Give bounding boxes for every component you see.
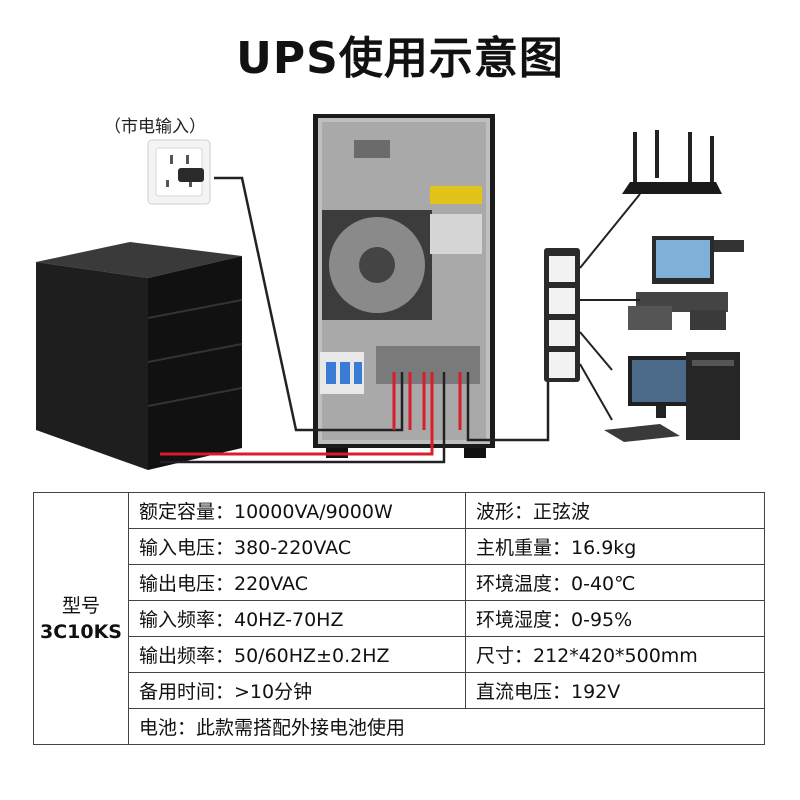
page-title: UPS使用示意图 <box>236 33 564 84</box>
spec-cell: 输出频率：50/60HZ±0.2HZ <box>128 636 466 673</box>
model-code: 3C10KS <box>39 620 122 643</box>
spec-row: 备用时间：>10分钟 直流电压：192V <box>34 672 765 709</box>
spec-cell: 额定容量：10000VA/9000W <box>128 492 466 529</box>
spec-cell: 备用时间：>10分钟 <box>128 672 466 709</box>
spec-row: 输入电压：380-220VAC 主机重量：16.9kg <box>34 528 765 565</box>
spec-cell: 输出电压：220VAC <box>128 564 466 601</box>
mains-input-label: （市电输入） <box>104 117 206 137</box>
spec-row: 输出电压：220VAC 环境温度：0-40℃ <box>34 564 765 601</box>
spec-cell: 环境湿度：0-95% <box>465 600 765 637</box>
spec-row: 型号 3C10KS 额定容量：10000VA/9000W 波形：正弦波 <box>33 492 765 745</box>
spec-row: 电池：此款需搭配外接电池使用 <box>34 708 765 745</box>
spec-cell: 输入频率：40HZ-70HZ <box>128 600 466 637</box>
spec-row: 输出频率：50/60HZ±0.2HZ 尺寸：212*420*500mm <box>34 636 765 673</box>
spec-row: 输入频率：40HZ-70HZ 环境湿度：0-95% <box>34 600 765 637</box>
spec-cell: 波形：正弦波 <box>465 492 765 529</box>
power-strip-icon <box>544 248 580 382</box>
model-cell: 型号 3C10KS <box>33 492 129 745</box>
spec-cell: 输入电压：380-220VAC <box>128 528 466 565</box>
cables <box>160 176 641 464</box>
spec-cell: 尺寸：212*420*500mm <box>465 636 765 673</box>
wall-socket-icon <box>147 139 211 205</box>
battery-note: 电池：此款需搭配外接电池使用 <box>128 708 765 745</box>
ups-tower-icon <box>313 114 495 458</box>
model-label: 型号 <box>61 594 100 617</box>
spec-table: 型号 3C10KS 额定容量：10000VA/9000W 波形：正弦波 输入电压… <box>33 492 765 745</box>
spec-cell: 环境温度：0-40℃ <box>465 564 765 601</box>
connection-diagram <box>36 114 744 470</box>
spec-cell: 主机重量：16.9kg <box>465 528 765 565</box>
pos-terminal-icon <box>628 236 744 330</box>
battery-cabinet-icon <box>36 242 243 470</box>
wifi-router-icon <box>622 130 722 194</box>
spec-cell: 直流电压：192V <box>465 672 765 709</box>
desktop-computer-icon <box>604 352 740 442</box>
